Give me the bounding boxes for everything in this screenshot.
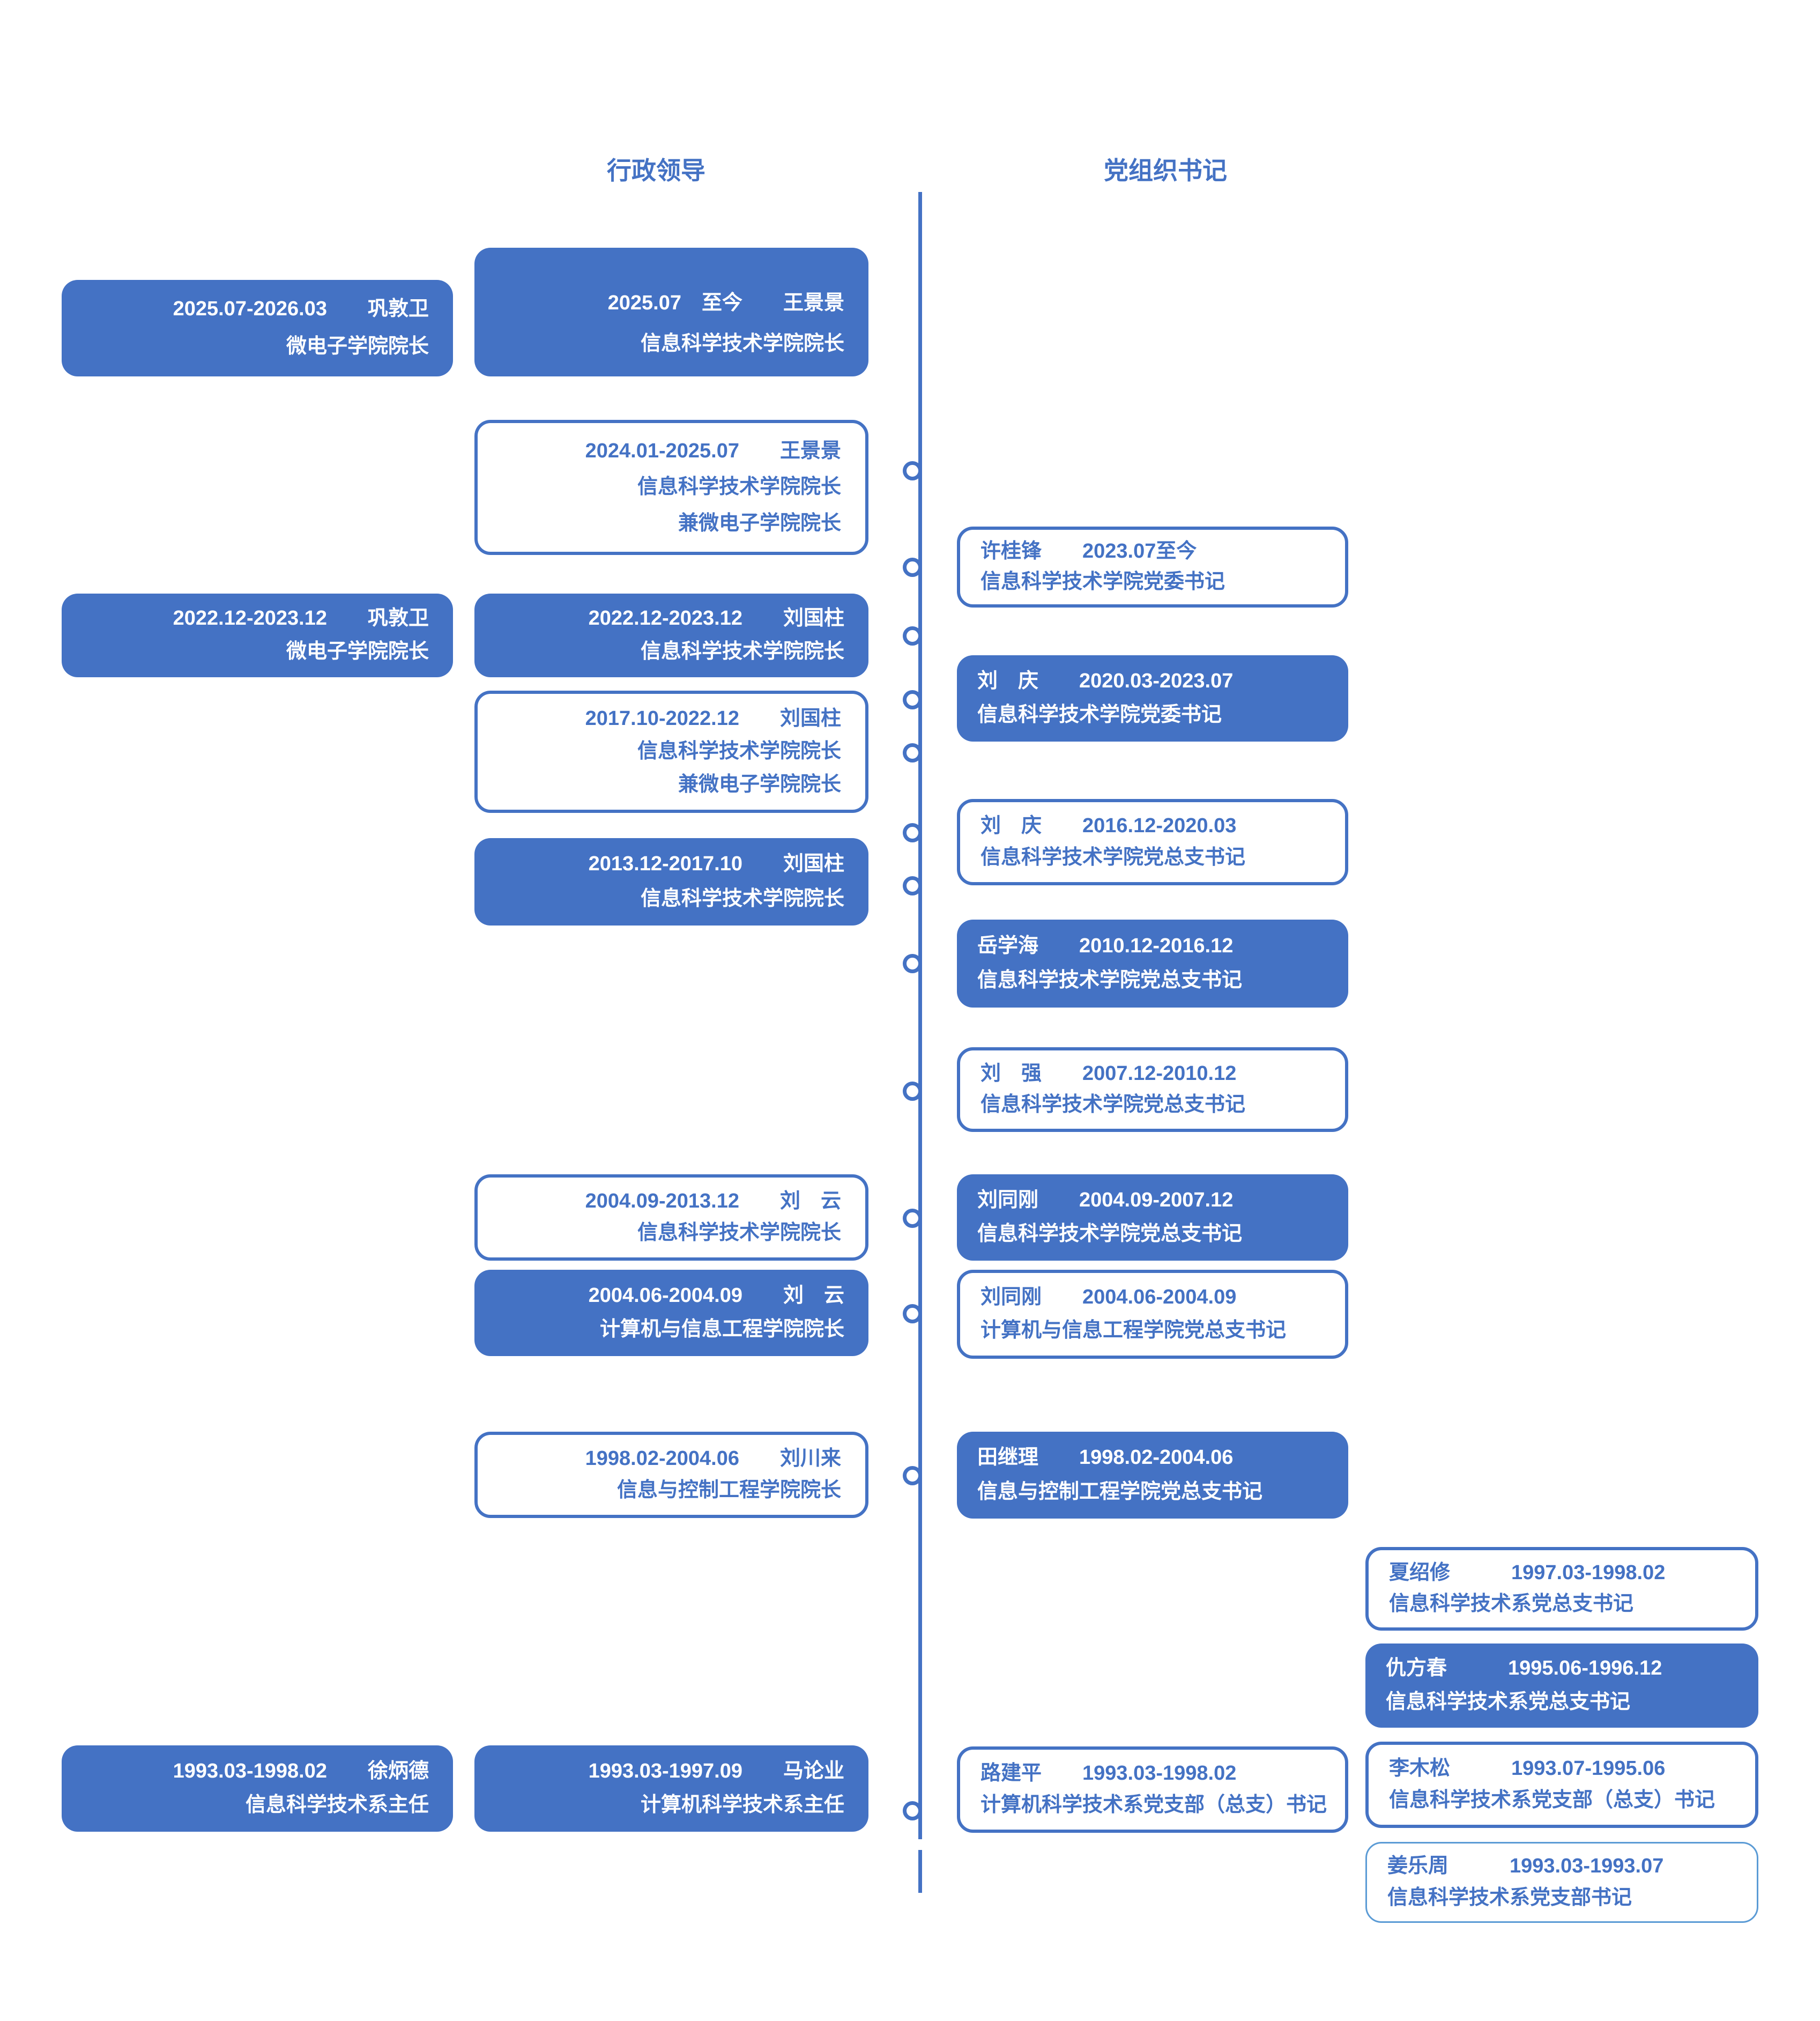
term-person-dates: 仇方春 1995.06-1996.12 <box>1386 1657 1662 1680</box>
term-title: 信息科学技术学院院长 <box>637 1222 841 1245</box>
term-title: 信息科学技术学院院长 <box>640 332 844 355</box>
term-title: 信息科学技术系党总支书记 <box>1386 1690 1631 1713</box>
term-dates-person: 2013.12-2017.10 刘国柱 <box>588 853 844 876</box>
dept-party-term-box: 李木松 1993.07-1995.06 信息科学技术系党支部（总支）书记 <box>1365 1742 1758 1828</box>
term-title: 信息科学技术学院院长 <box>637 740 841 763</box>
party-term-box: 刘 庆 2020.03-2023.07 信息科学技术学院党委书记 <box>957 655 1348 742</box>
dept-party-term-box: 姜乐周 1993.03-1993.07 信息科学技术系党支部书记 <box>1365 1842 1758 1923</box>
admin-term-box: 2022.12-2023.12 巩敦卫 微电子学院院长 <box>62 594 453 677</box>
timeline-node <box>903 1466 922 1485</box>
term-person-dates: 刘 强 2007.12-2010.12 <box>980 1062 1237 1085</box>
term-title: 信息科学技术学院党委书记 <box>980 570 1225 593</box>
timeline-line-lower-segment <box>918 1850 922 1893</box>
timeline-node <box>903 876 922 895</box>
term-title: 信息科学技术系主任 <box>245 1794 429 1817</box>
timeline-line <box>918 192 922 1839</box>
term-title-secondary: 兼微电子学院院长 <box>678 773 841 796</box>
party-term-box: 田继理 1998.02-2004.06 信息与控制工程学院党总支书记 <box>957 1432 1348 1519</box>
timeline-node <box>903 1304 922 1323</box>
term-title: 信息科学技术学院党总支书记 <box>977 969 1243 992</box>
term-dates-person: 2025.07-2026.03 巩敦卫 <box>173 298 429 321</box>
term-title: 微电子学院院长 <box>286 335 429 358</box>
term-title: 信息科学技术学院院长 <box>640 887 844 910</box>
party-term-box: 路建平 1993.03-1998.02 计算机科学技术系党支部（总支）书记 <box>957 1746 1348 1833</box>
party-term-box: 刘 强 2007.12-2010.12 信息科学技术学院党总支书记 <box>957 1047 1348 1132</box>
party-term-box: 刘同刚 2004.09-2007.12 信息科学技术学院党总支书记 <box>957 1174 1348 1261</box>
admin-term-box: 2022.12-2023.12 刘国柱 信息科学技术学院院长 <box>474 594 868 677</box>
term-person-dates: 李木松 1993.07-1995.06 <box>1389 1757 1666 1780</box>
admin-term-box: 2004.06-2004.09 刘 云 计算机与信息工程学院院长 <box>474 1270 868 1356</box>
term-title: 信息科学技术系党总支书记 <box>1389 1593 1634 1616</box>
admin-term-box: 2017.10-2022.12 刘国柱 信息科学技术学院院长 兼微电子学院院长 <box>474 691 868 813</box>
party-term-box: 刘 庆 2016.12-2020.03 信息科学技术学院党总支书记 <box>957 799 1348 885</box>
party-term-box: 岳学海 2010.12-2016.12 信息科学技术学院党总支书记 <box>957 920 1348 1008</box>
term-person-dates: 岳学海 2010.12-2016.12 <box>977 934 1234 957</box>
term-dates-person: 2022.12-2023.12 刘国柱 <box>588 607 844 630</box>
term-title: 信息科学技术系党支部书记 <box>1387 1886 1632 1909</box>
term-title: 信息科学技术学院党总支书记 <box>980 1093 1246 1116</box>
term-person-dates: 刘同刚 2004.09-2007.12 <box>977 1188 1234 1211</box>
term-title: 计算机与信息工程学院院长 <box>599 1318 844 1341</box>
admin-term-box: 1993.03-1998.02 徐炳德 信息科学技术系主任 <box>62 1745 453 1832</box>
term-title-secondary: 兼微电子学院院长 <box>678 512 841 535</box>
timeline-node <box>903 461 922 480</box>
timeline-node <box>903 690 922 709</box>
term-dates-person: 1993.03-1997.09 马论业 <box>588 1759 844 1782</box>
term-title: 信息科学技术学院党总支书记 <box>977 1223 1243 1246</box>
timeline-node <box>903 626 922 646</box>
term-dates-person: 2004.09-2013.12 刘 云 <box>585 1189 841 1212</box>
dept-party-term-box: 仇方春 1995.06-1996.12 信息科学技术系党总支书记 <box>1365 1644 1758 1728</box>
admin-term-box: 2013.12-2017.10 刘国柱 信息科学技术学院院长 <box>474 838 868 926</box>
term-title: 信息科学技术学院院长 <box>637 476 841 499</box>
timeline-node <box>903 954 922 973</box>
party-term-box: 许桂锋 2023.07至今 信息科学技术学院党委书记 <box>957 527 1348 608</box>
term-title: 计算机与信息工程学院党总支书记 <box>980 1319 1287 1342</box>
term-person-dates: 刘同刚 2004.06-2004.09 <box>980 1286 1237 1309</box>
party-term-box: 刘同刚 2004.06-2004.09 计算机与信息工程学院党总支书记 <box>957 1270 1348 1359</box>
term-title: 计算机科学技术系主任 <box>640 1794 844 1817</box>
admin-term-box: 1998.02-2004.06 刘川来 信息与控制工程学院院长 <box>474 1432 868 1518</box>
admin-term-box: 2025.07 至今 王景景 信息科学技术学院院长 <box>474 248 868 376</box>
timeline-node <box>903 743 922 762</box>
term-dates-person: 2024.01-2025.07 王景景 <box>585 439 841 462</box>
term-dates-person: 1998.02-2004.06 刘川来 <box>585 1447 841 1470</box>
term-title: 信息科学技术学院院长 <box>640 640 844 663</box>
term-title: 信息科学技术学院党总支书记 <box>980 846 1246 869</box>
term-dates-person: 2025.07 至今 王景景 <box>607 292 844 315</box>
term-dates-person: 2017.10-2022.12 刘国柱 <box>585 707 841 730</box>
timeline-node <box>903 1082 922 1101</box>
timeline-node <box>903 823 922 842</box>
admin-term-box: 2004.09-2013.12 刘 云 信息科学技术学院院长 <box>474 1174 868 1261</box>
timeline-node <box>903 1209 922 1228</box>
term-dates-person: 2004.06-2004.09 刘 云 <box>588 1284 844 1307</box>
term-dates-person: 2022.12-2023.12 巩敦卫 <box>173 607 429 630</box>
term-person-dates: 姜乐周 1993.03-1993.07 <box>1387 1855 1664 1878</box>
term-title: 计算机科学技术系党支部（总支）书记 <box>980 1794 1327 1817</box>
dept-party-term-box: 夏绍修 1997.03-1998.02 信息科学技术系党总支书记 <box>1365 1547 1758 1631</box>
term-person-dates: 刘 庆 2020.03-2023.07 <box>977 669 1234 692</box>
term-title: 信息与控制工程学院党总支书记 <box>977 1480 1263 1504</box>
admin-term-box: 2024.01-2025.07 王景景 信息科学技术学院院长 兼微电子学院院长 <box>474 420 868 555</box>
term-dates-person: 1993.03-1998.02 徐炳德 <box>173 1759 429 1782</box>
column-header-party: 党组织书记 <box>1104 157 1227 184</box>
term-title: 信息科学技术系党支部（总支）书记 <box>1389 1789 1715 1812</box>
admin-term-box: 1993.03-1997.09 马论业 计算机科学技术系主任 <box>474 1745 868 1832</box>
timeline-node <box>903 558 922 577</box>
term-person-dates: 刘 庆 2016.12-2020.03 <box>980 814 1237 837</box>
admin-term-box: 2025.07-2026.03 巩敦卫 微电子学院院长 <box>62 280 453 376</box>
term-person-dates: 夏绍修 1997.03-1998.02 <box>1389 1561 1666 1585</box>
term-title: 信息与控制工程学院院长 <box>616 1479 841 1502</box>
term-person-dates: 许桂锋 2023.07至今 <box>980 540 1197 563</box>
term-person-dates: 田继理 1998.02-2004.06 <box>977 1446 1234 1469</box>
timeline-node <box>903 1801 922 1820</box>
term-title: 信息科学技术学院党委书记 <box>977 704 1222 727</box>
column-header-admin: 行政领导 <box>607 157 705 184</box>
term-person-dates: 路建平 1993.03-1998.02 <box>980 1761 1237 1785</box>
term-title: 微电子学院院长 <box>286 640 429 663</box>
